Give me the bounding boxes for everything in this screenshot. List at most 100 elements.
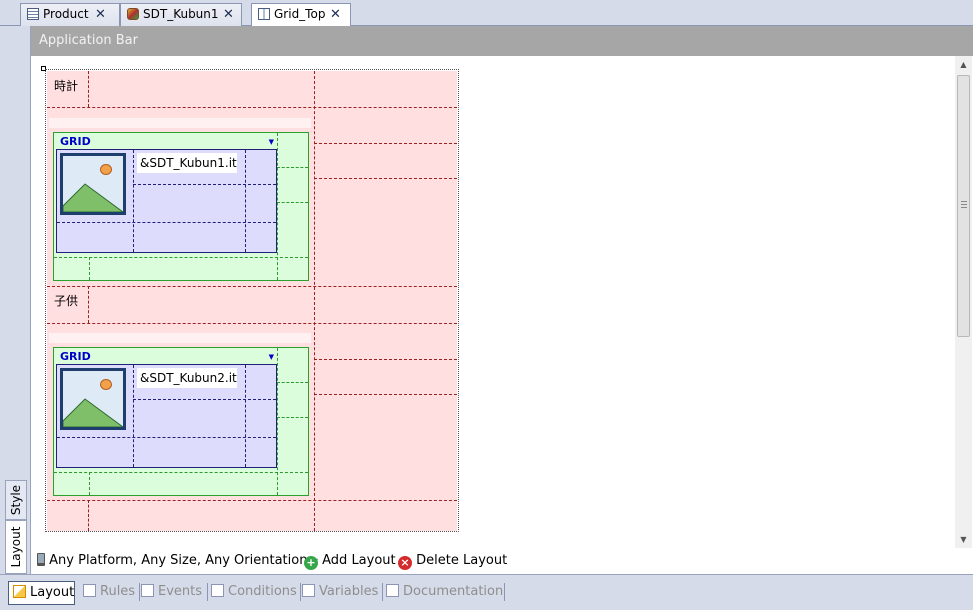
- row-divider: [47, 500, 457, 501]
- row-divider: [314, 143, 457, 144]
- layout-toolbar: Any Platform, Any Size, Any Orientation …: [31, 548, 973, 574]
- add-layout-label: Add Layout: [322, 553, 396, 568]
- row-divider: [133, 184, 276, 185]
- row-divider: [277, 417, 308, 418]
- conditions-icon: [211, 584, 224, 597]
- tab-product[interactable]: Product ✕: [20, 3, 120, 26]
- row-divider: [314, 359, 457, 360]
- row-divider: [277, 382, 308, 383]
- image-mountain: [63, 398, 123, 427]
- tab-style[interactable]: Style: [5, 480, 27, 520]
- tab-layout[interactable]: Layout: [8, 581, 75, 605]
- grid-header[interactable]: GRID ▼: [56, 350, 277, 364]
- layout-icon: [13, 585, 26, 598]
- application-bar: Application Bar: [31, 26, 973, 56]
- attribute-field-1[interactable]: &SDT_Kubun1.it: [137, 153, 237, 173]
- platform-selector[interactable]: Any Platform, Any Size, Any Orientation …: [37, 548, 318, 575]
- row-divider: [277, 167, 308, 168]
- tab-grid-top[interactable]: Grid_Top ✕: [251, 3, 351, 27]
- column-divider: [245, 365, 246, 467]
- main-table[interactable]: 時計 GRID ▼: [45, 69, 459, 532]
- layout-designer: Application Bar 時計: [30, 26, 973, 574]
- grid-body: &SDT_Kubun1.it: [56, 149, 277, 253]
- row-divider: [47, 286, 457, 287]
- grid-container-table-2[interactable]: GRID ▼: [53, 347, 309, 496]
- tab-label: Conditions: [228, 584, 297, 599]
- grid-header[interactable]: GRID ▼: [56, 135, 277, 149]
- tab-rules[interactable]: Rules: [79, 581, 140, 605]
- add-icon: +: [304, 556, 318, 570]
- row-divider: [47, 323, 457, 324]
- column-divider: [314, 71, 315, 531]
- scroll-up-icon[interactable]: ▲: [960, 60, 967, 69]
- column-divider: [88, 71, 89, 107]
- row-divider: [57, 437, 276, 438]
- column-divider: [89, 472, 90, 495]
- column-divider: [88, 286, 89, 323]
- tab-style-label: Style: [9, 484, 23, 516]
- scrollbar-thumb[interactable]: [957, 75, 970, 337]
- delete-layout-button[interactable]: × Delete Layout: [398, 548, 507, 574]
- row-divider: [314, 394, 457, 395]
- events-icon: [141, 584, 154, 597]
- selection-handle[interactable]: [41, 66, 46, 71]
- tab-documentation[interactable]: Documentation: [382, 581, 505, 605]
- tab-label: Variables: [319, 584, 379, 599]
- column-divider: [133, 150, 134, 252]
- row-divider: [57, 222, 276, 223]
- section-spacer: [49, 118, 311, 128]
- tab-layout-label: Layout: [9, 526, 23, 568]
- section-spacer: [49, 333, 311, 343]
- scroll-down-icon[interactable]: ▼: [960, 535, 967, 544]
- layout-canvas: 時計 GRID ▼: [41, 66, 459, 532]
- tab-sdt-kubun1[interactable]: SDT_Kubun1 ✕: [120, 3, 242, 26]
- sdt-icon: [127, 8, 139, 20]
- close-icon[interactable]: ✕: [223, 7, 234, 22]
- tab-label: Documentation: [403, 584, 504, 599]
- tab-label: Layout: [30, 585, 75, 600]
- image-placeholder-icon[interactable]: [60, 368, 126, 430]
- document-tab-strip: Product ✕ SDT_Kubun1 ✕ Grid_Top ✕: [0, 0, 973, 27]
- section-label-1[interactable]: 時計: [54, 79, 79, 93]
- close-icon[interactable]: ✕: [95, 7, 106, 22]
- column-divider: [245, 150, 246, 252]
- grid-title: GRID: [60, 135, 91, 148]
- column-divider: [133, 365, 134, 467]
- platform-label: Any Platform, Any Size, Any Orientation: [49, 553, 308, 568]
- editor-tab-strip: Layout Rules Events Conditions Variables…: [0, 574, 973, 610]
- grid-icon: [258, 8, 270, 20]
- vertical-scrollbar[interactable]: ▲ ▼: [955, 56, 972, 548]
- rules-icon: [83, 584, 96, 597]
- tab-events[interactable]: Events: [137, 581, 208, 605]
- tab-variables[interactable]: Variables: [298, 581, 383, 605]
- add-layout-button[interactable]: + Add Layout: [304, 548, 396, 574]
- dropdown-arrow-icon[interactable]: ▼: [268, 138, 274, 146]
- tab-label: Grid_Top: [274, 7, 326, 21]
- column-divider: [89, 257, 90, 280]
- column-divider: [277, 133, 278, 280]
- tab-label: Product: [43, 7, 89, 21]
- delete-icon: ×: [398, 556, 412, 570]
- variables-icon: [302, 584, 315, 597]
- column-divider: [88, 500, 89, 531]
- documentation-icon: [386, 584, 399, 597]
- row-divider: [54, 257, 308, 258]
- grid-title: GRID: [60, 350, 91, 363]
- section-label-2[interactable]: 子供: [54, 294, 79, 308]
- tab-label: SDT_Kubun1: [143, 7, 219, 21]
- row-divider: [314, 178, 457, 179]
- tab-conditions[interactable]: Conditions: [207, 581, 301, 605]
- row-divider: [277, 202, 308, 203]
- close-icon[interactable]: ✕: [330, 7, 341, 22]
- image-placeholder-icon[interactable]: [60, 153, 126, 215]
- tab-label: Events: [158, 584, 203, 599]
- dropdown-arrow-icon[interactable]: ▼: [268, 353, 274, 361]
- device-icon: [37, 553, 45, 566]
- row-divider: [47, 107, 457, 108]
- row-divider: [54, 472, 308, 473]
- attribute-field-2[interactable]: &SDT_Kubun2.it: [137, 368, 237, 388]
- tab-layout-side[interactable]: Layout: [5, 520, 27, 574]
- grid-container-table-1[interactable]: GRID ▼: [53, 132, 309, 281]
- image-sun: [100, 164, 112, 175]
- column-divider: [277, 348, 278, 495]
